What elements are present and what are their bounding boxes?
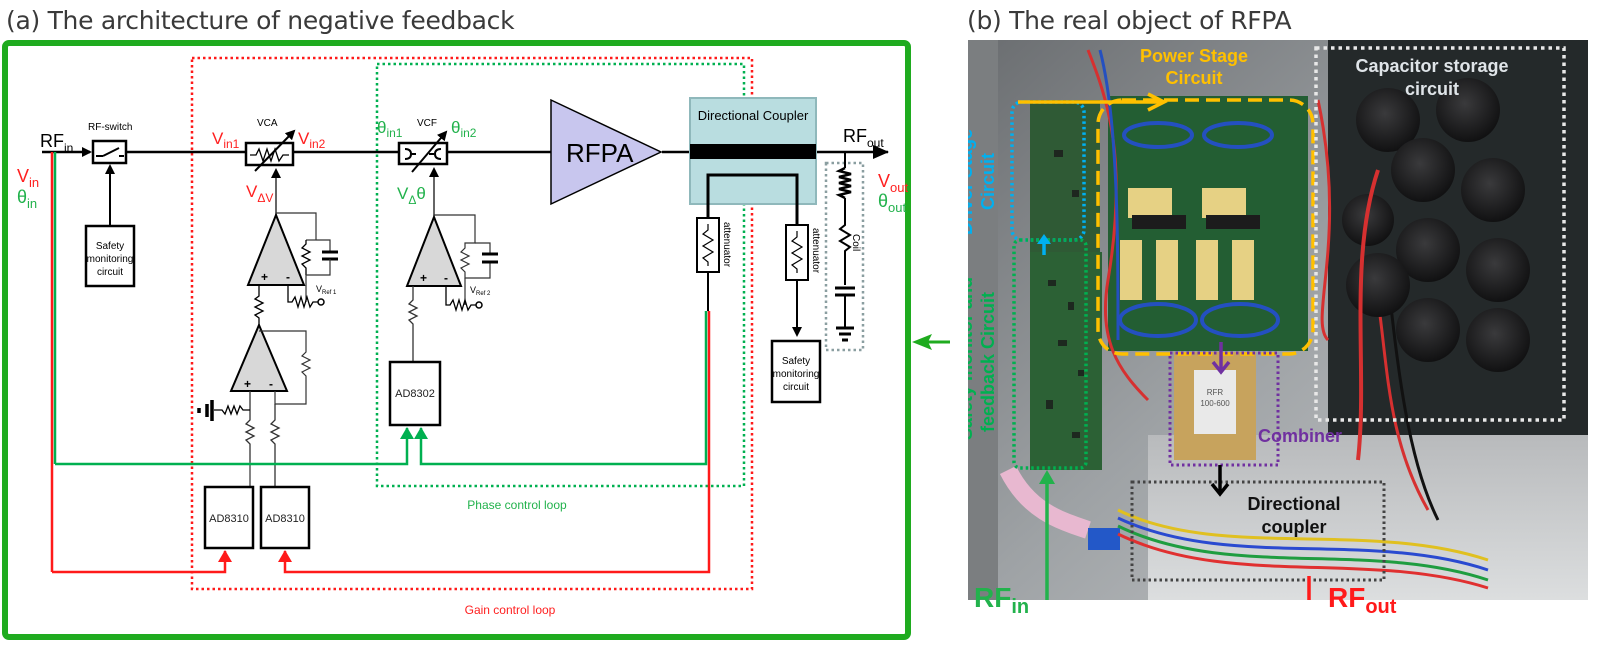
svg-text:AD8302: AD8302 — [395, 388, 435, 400]
rf-switch-label: RF-switch — [88, 122, 132, 133]
rf-in-arrow-icon — [1039, 470, 1055, 620]
driver-stage-label: Driver Stage — [968, 129, 976, 235]
directional-coupler-label-line2: coupler — [1261, 517, 1326, 537]
vcf-block — [397, 130, 449, 173]
feedback-architecture-diagram: RFin Vin θin RF-switch Safety monitoring… — [2, 40, 950, 640]
combiner-label: Combiner — [1258, 426, 1342, 446]
attenuator-safety: attenuator — [785, 224, 821, 337]
svg-text:AD8310: AD8310 — [265, 513, 305, 525]
directional-coupler-box — [1130, 480, 1386, 582]
op-amp-difference: + - — [197, 322, 312, 487]
v-delta-v-label: VΔV — [246, 182, 273, 205]
svg-text:AD8310: AD8310 — [209, 513, 249, 525]
phase-control-loop-boundary — [375, 62, 746, 488]
vin2-label: Vin2 — [298, 129, 326, 151]
rfpa-photo: RFR 100-600 Power St — [968, 40, 1602, 664]
v-delta-theta-label: VΔθ — [397, 184, 426, 207]
rf-out-label: RFout — [843, 126, 884, 150]
svg-text:Safety: Safety — [96, 241, 124, 252]
phase-control-loop-label: Phase control loop — [467, 498, 567, 512]
gain-feedback-wires — [50, 152, 711, 574]
svg-text:-: - — [269, 377, 273, 391]
svg-text:attenuator: attenuator — [810, 228, 821, 274]
svg-text:monitoring: monitoring — [87, 254, 134, 265]
v-out-label: Vout — [878, 171, 908, 195]
vca-block — [244, 129, 296, 172]
phase-feedback-wires — [53, 152, 708, 466]
rf-in-photo-label: RFin — [974, 582, 1029, 618]
attenuator-feedback: attenuator — [696, 217, 732, 311]
driver-stage-label-line2: Circuit — [978, 153, 998, 210]
op-amp-vcf-integrator: + - VRef 2 — [405, 214, 498, 362]
svg-text:+: + — [244, 377, 251, 391]
theta-out-label: θout — [878, 191, 906, 215]
capacitor-storage-label: Capacitor storage — [1355, 56, 1508, 76]
vin1-label: Vin1 — [212, 129, 240, 151]
load-network: Coil — [824, 152, 865, 352]
rf-switch — [91, 139, 128, 165]
svg-text:RFR: RFR — [1207, 388, 1224, 397]
gain-control-loop-boundary — [190, 56, 754, 591]
svg-text:-: - — [286, 270, 290, 284]
directional-coupler-label: Directional — [1247, 494, 1340, 514]
svg-text:+: + — [261, 270, 268, 284]
vca-label: VCA — [257, 118, 278, 129]
svg-text:circuit: circuit — [97, 267, 123, 278]
svg-text:monitoring: monitoring — [773, 369, 820, 380]
panel-b-title: (b) The real object of RFPA — [967, 6, 1292, 35]
panel-a-title: (a) The architecture of negative feedbac… — [6, 6, 515, 35]
svg-text:VRef 2: VRef 2 — [470, 285, 491, 297]
rf-in-label: RFin — [40, 131, 73, 155]
svg-text:attenuator: attenuator — [721, 222, 732, 268]
svg-text:circuit: circuit — [783, 382, 809, 393]
theta-in2-label: θin2 — [451, 118, 477, 140]
gain-control-loop-label: Gain control loop — [465, 603, 556, 617]
theta-in1-label: θin1 — [377, 118, 403, 140]
rf-out-photo-label: RFout — [1328, 582, 1397, 618]
safety-monitoring-circuit-output: Safety monitoring circuit — [770, 339, 822, 404]
link-arrow-icon — [912, 334, 950, 350]
ad8310-block-a: AD8310 — [203, 485, 255, 550]
svg-text:Directional Coupler: Directional Coupler — [698, 108, 809, 123]
svg-text:Coil: Coil — [850, 234, 861, 251]
combiner-arrow-icon — [1211, 342, 1231, 375]
capacitor-storage-label-line2: circuit — [1405, 79, 1459, 99]
safety-feedback-label: Safety monitor and — [968, 277, 976, 440]
svg-text:VRef 1: VRef 1 — [316, 284, 337, 296]
panel-a-frame — [2, 40, 911, 640]
safety-feedback-box — [1012, 238, 1088, 470]
ad8302-block: AD8302 — [388, 360, 442, 427]
svg-text:+: + — [420, 271, 427, 285]
capacitor-storage-box — [1314, 46, 1566, 422]
theta-in-label: θin — [17, 187, 37, 211]
power-stage-label: Power Stage — [1140, 46, 1248, 66]
safety-monitoring-circuit-input: Safety monitoring circuit — [84, 224, 136, 288]
rfpa-amplifier: RFPA — [550, 98, 663, 206]
safety-board — [1030, 252, 1102, 470]
coupler-arrow-icon — [1210, 465, 1230, 497]
driver-board — [1030, 100, 1100, 252]
vcf-label: VCF — [417, 118, 437, 129]
directional-coupler-block: Directional Coupler — [689, 97, 817, 225]
power-stage-arrow-icon — [1018, 92, 1168, 112]
driver-stage-arrow-icon — [1037, 234, 1051, 255]
v-in-label: Vin — [17, 166, 39, 190]
svg-text:-: - — [444, 271, 448, 285]
svg-text:100-600: 100-600 — [1200, 399, 1230, 408]
safety-feedback-label-line2: feedback Circuit — [978, 292, 998, 432]
capacitor-bank — [1342, 78, 1530, 372]
power-stage-label-line2: Circuit — [1165, 68, 1222, 88]
svg-text:RFPA: RFPA — [566, 138, 634, 168]
op-amp-vca-integrator: + - VRef 1 — [246, 212, 338, 326]
svg-text:Safety: Safety — [782, 356, 810, 367]
ad8310-block-b: AD8310 — [259, 485, 311, 550]
